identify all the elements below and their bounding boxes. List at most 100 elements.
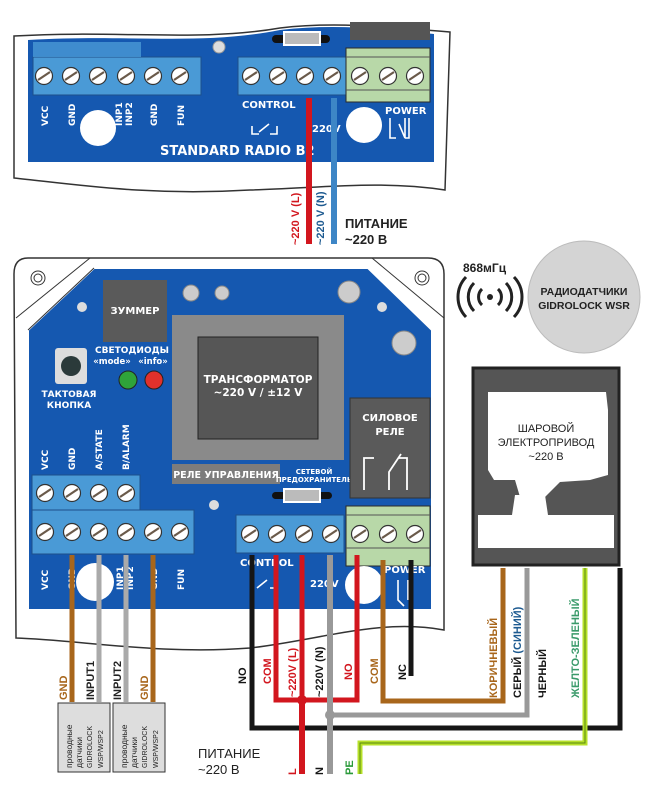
top-control-screw-0[interactable] xyxy=(241,66,261,86)
fuse-label-2: ПРЕДОХРАНИТЕЛЬ xyxy=(276,476,352,484)
top-supply-label-1: ПИТАНИЕ xyxy=(345,216,408,231)
gnd2-label: GND xyxy=(139,676,151,701)
main-upper-screw-2[interactable] xyxy=(89,483,109,503)
lower-terminal-label-5: FUN xyxy=(177,569,187,590)
led-mode-label: «mode» xyxy=(93,357,131,367)
top-terminal-label-5: FUN xyxy=(177,105,187,126)
radio-frequency: 868мГц xyxy=(463,261,507,275)
main-upper-screw-3[interactable] xyxy=(116,483,136,503)
main-upper-screw-0[interactable] xyxy=(35,483,55,503)
input2-label: INPUT2 xyxy=(112,661,124,700)
wire-grey xyxy=(330,568,530,718)
top-neutral-label: ~220 V (N) xyxy=(315,191,327,245)
wired-sensor-box-2: проводные датчики GIDROLOCK WSP/WSP2 xyxy=(112,702,166,773)
top-left-screw-3[interactable] xyxy=(116,66,136,86)
actuator-label-3: ~220 В xyxy=(528,451,563,463)
gnd1-label: GND xyxy=(58,676,70,701)
sensor-box2-line1: проводные xyxy=(119,724,129,768)
sensor-box2-line2: датчики xyxy=(129,737,139,768)
nc-label: NC xyxy=(397,664,409,680)
n-label: N xyxy=(314,767,326,775)
power-relay-label-1: СИЛОВОЕ xyxy=(362,413,418,424)
sensor-box1-line2: датчики xyxy=(74,737,84,768)
main-lower-screw-2[interactable] xyxy=(89,522,109,542)
fuse-label-1: СЕТЕВОЙ xyxy=(296,467,333,476)
top-220v-label: 220V xyxy=(312,124,341,135)
main-220v-label: 220V xyxy=(310,579,339,590)
upper-terminal-label-2: A/STATE xyxy=(95,429,105,470)
sensor-box1-line4: WSP/WSP2 xyxy=(98,730,105,768)
no-red-label: NO xyxy=(343,663,355,680)
grey-wire-label: СЕРЫЙ (СИНИЙ) xyxy=(511,606,524,698)
sensor-box1-line3: GIDROLOCK xyxy=(87,726,94,768)
main-lower-screw-1[interactable] xyxy=(62,522,82,542)
main-control-screw-3[interactable] xyxy=(321,524,341,544)
top-left-screw-5[interactable] xyxy=(170,66,190,86)
buzzer-label: ЗУММЕР xyxy=(111,306,160,317)
main-upper-screw-1[interactable] xyxy=(62,483,82,503)
grey-wire-label-blue: (СИНИЙ) xyxy=(511,606,524,653)
sensor-box1-line1: проводные xyxy=(64,724,74,768)
actuator-label-1: ШАРОВОЙ xyxy=(518,422,575,435)
top-board-title: STANDARD RADIO B2 xyxy=(160,144,315,159)
top-left-screw-4[interactable] xyxy=(143,66,163,86)
radio-sensors-line2: GIDROLOCK WSR xyxy=(538,300,630,312)
black-wire-label: ЧЕРНЫЙ xyxy=(536,649,549,698)
top-terminal-label-0: VCC xyxy=(41,105,51,126)
top-left-screw-0[interactable] xyxy=(34,66,54,86)
actuator-label-2: ЭЛЕКТРОПРИВОД xyxy=(498,437,595,449)
led-mode xyxy=(118,370,138,390)
radio-signal-icon xyxy=(456,275,524,319)
main-power-label: POWER xyxy=(384,565,426,576)
main-control-screw-2[interactable] xyxy=(294,524,314,544)
radio-sensors-line1: РАДИОДАТЧИКИ xyxy=(541,286,628,298)
tact-button-label-2: КНОПКА xyxy=(47,401,91,411)
radio-sensors-circle xyxy=(527,240,641,354)
main-power-screw-1[interactable] xyxy=(378,524,398,544)
main-control-screw-0[interactable] xyxy=(240,524,260,544)
com-brown-label: COM xyxy=(369,658,381,684)
top-control-screw-2[interactable] xyxy=(295,66,315,86)
no-black-label: NO xyxy=(237,667,249,684)
upper-terminal-label-3: B/ALARM xyxy=(122,424,132,470)
pe-label: PE xyxy=(344,760,356,775)
control-relay-label: РЕЛЕ УПРАВЛЕНИЯ xyxy=(173,470,279,481)
top-power-screw-1[interactable] xyxy=(378,66,398,86)
main-control-label: CONTROL xyxy=(240,558,294,569)
top-terminal-label-3: INP2 xyxy=(125,102,135,126)
lower-terminal-label-0: VCC xyxy=(41,569,51,590)
top-power-screw-2[interactable] xyxy=(405,66,425,86)
tact-button-label-1: ТАКТОВАЯ xyxy=(41,390,96,400)
live-label: ~220V (L) xyxy=(287,647,299,697)
main-power-screw-0[interactable] xyxy=(350,524,370,544)
top-left-screw-2[interactable] xyxy=(88,66,108,86)
transformer-label-2: ~220 V / ±12 V xyxy=(214,387,304,399)
main-lower-screw-3[interactable] xyxy=(116,522,136,542)
top-terminal-label-2: INP1 xyxy=(115,102,125,126)
top-terminal-label-4: GND xyxy=(150,104,160,126)
yellow-green-wire-label: ЖЕЛТО-ЗЕЛЕНЫЙ xyxy=(569,598,582,699)
main-control-screw-1[interactable] xyxy=(267,524,287,544)
top-control-screw-1[interactable] xyxy=(268,66,288,86)
wire-red-com-no xyxy=(273,555,360,703)
top-power-screw-0[interactable] xyxy=(350,66,370,86)
main-power-screw-2[interactable] xyxy=(405,524,425,544)
lower-terminal-block xyxy=(31,509,195,555)
main-lower-screw-4[interactable] xyxy=(143,522,163,542)
ball-valve-actuator xyxy=(471,366,621,567)
power-relay-symbol xyxy=(363,453,408,490)
upper-terminal-label-1: GND xyxy=(68,448,78,470)
transformer-label-1: ТРАНСФОРМАТОР xyxy=(204,374,313,386)
main-lower-screw-5[interactable] xyxy=(170,522,190,542)
lower-terminal-label-3: INP2 xyxy=(126,566,136,590)
top-supply-label-2: ~220 В xyxy=(345,232,387,247)
main-lower-screw-0[interactable] xyxy=(35,522,55,542)
input1-label: INPUT1 xyxy=(85,661,97,700)
wire-black xyxy=(249,555,623,731)
power-relay-label-2: РЕЛЕ xyxy=(375,427,404,438)
supply-label-1: ПИТАНИЕ xyxy=(198,746,261,761)
com-red-label: COM xyxy=(262,658,274,684)
brown-wire-label: КОРИЧНЕВЫЙ xyxy=(487,618,500,698)
top-left-screw-1[interactable] xyxy=(61,66,81,86)
top-control-screw-3[interactable] xyxy=(322,66,342,86)
